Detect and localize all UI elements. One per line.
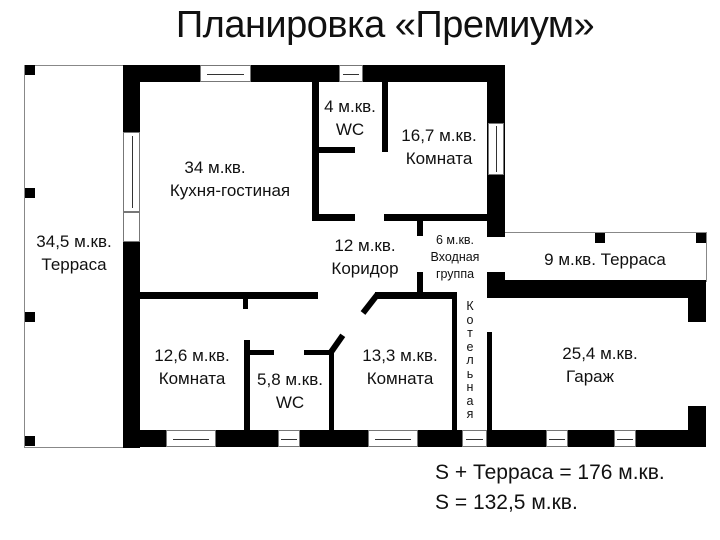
- terrace-post: [25, 65, 35, 75]
- window-south-garage-1: [546, 430, 568, 447]
- wall-wc-south-east: [329, 350, 334, 432]
- door-wc-south: [326, 333, 346, 357]
- room-label-corridor: 12 м.кв. Коридор: [331, 236, 399, 278]
- wall-boiler-west: [452, 292, 457, 432]
- room-label-boiler: К о т е л ь н а я: [466, 299, 474, 421]
- window-south-1: [166, 430, 216, 447]
- wall-west: [123, 65, 140, 448]
- wall-corridor-north-2: [384, 214, 489, 221]
- window-kitchen-west: [123, 132, 140, 212]
- room-label-terrace-west: 34,5 м.кв. Терраса: [36, 232, 112, 274]
- window-south-garage-2: [614, 430, 636, 447]
- room-label-garage: 25,4 м.кв. Гараж: [562, 344, 638, 386]
- room-label-kitchen-living: 34 м.кв. Кухня-гостиная: [169, 158, 291, 200]
- wall-entrance-west-bottom: [417, 272, 423, 297]
- room-label-wc-south: 5,8 м.кв. WC: [257, 370, 323, 412]
- wall-corridor-north-1: [312, 214, 355, 221]
- wall-wc-south-top-1: [244, 350, 274, 355]
- wall-wc-west: [312, 82, 319, 220]
- total-area: S = 132,5 м.кв.: [435, 491, 578, 514]
- room-label-entrance: 6 м.кв. Входная группа: [430, 233, 480, 281]
- area-summary: S + Терраса = 176 м.кв. S = 132,5 м.кв.: [435, 458, 665, 518]
- wall-bedrooms-north-1: [140, 292, 318, 299]
- wall-wc-south-west: [244, 340, 250, 432]
- total-with-terrace: S + Терраса = 176 м.кв.: [435, 461, 665, 484]
- room-label-terrace-east: 9 м.кв. Терраса: [544, 250, 666, 269]
- wall-wc-south-top-2: [304, 350, 334, 355]
- room-label-wc-north: 4 м.кв. WC: [324, 97, 376, 139]
- wall-entrance-west-top: [417, 214, 423, 236]
- window-south-2: [278, 430, 300, 447]
- garage-gate: [688, 322, 706, 406]
- terrace-west-outline-top: [24, 65, 124, 66]
- window-south-boiler: [462, 430, 487, 447]
- terrace-post: [696, 233, 706, 243]
- room-label-room-south: 13,3 м.кв. Комната: [362, 346, 438, 388]
- terrace-post: [25, 312, 35, 322]
- wall-north: [123, 65, 505, 82]
- wall-wc-south: [317, 147, 355, 153]
- terrace-east-outline-right: [706, 232, 707, 282]
- terrace-post: [25, 436, 35, 446]
- terrace-post: [25, 188, 35, 198]
- window-wc-north: [339, 65, 363, 82]
- window-south-3: [368, 430, 418, 447]
- terrace-west-outline-bottom: [24, 447, 124, 448]
- terrace-post: [595, 233, 605, 243]
- wall-bedrooms-north-2: [375, 292, 457, 299]
- wall-wc-east: [382, 82, 388, 152]
- door-room-south: [360, 292, 381, 315]
- door-terrace-west: [123, 212, 140, 242]
- room-label-room-sw: 12,6 м.кв. Комната: [154, 346, 230, 388]
- room-label-room-north: 16,7 м.кв. Комната: [401, 126, 477, 168]
- wall-stub: [243, 297, 248, 309]
- terrace-west-outline-left: [24, 65, 25, 448]
- window-room-east: [488, 123, 504, 175]
- wall-boiler-east: [487, 332, 492, 432]
- wall-entrance-east: [487, 272, 505, 298]
- wall-garage-north: [487, 280, 706, 298]
- page-title: Планировка «Премиум»: [175, 4, 595, 46]
- window-kitchen-north: [200, 65, 251, 82]
- terrace-east-outline-top: [505, 232, 707, 233]
